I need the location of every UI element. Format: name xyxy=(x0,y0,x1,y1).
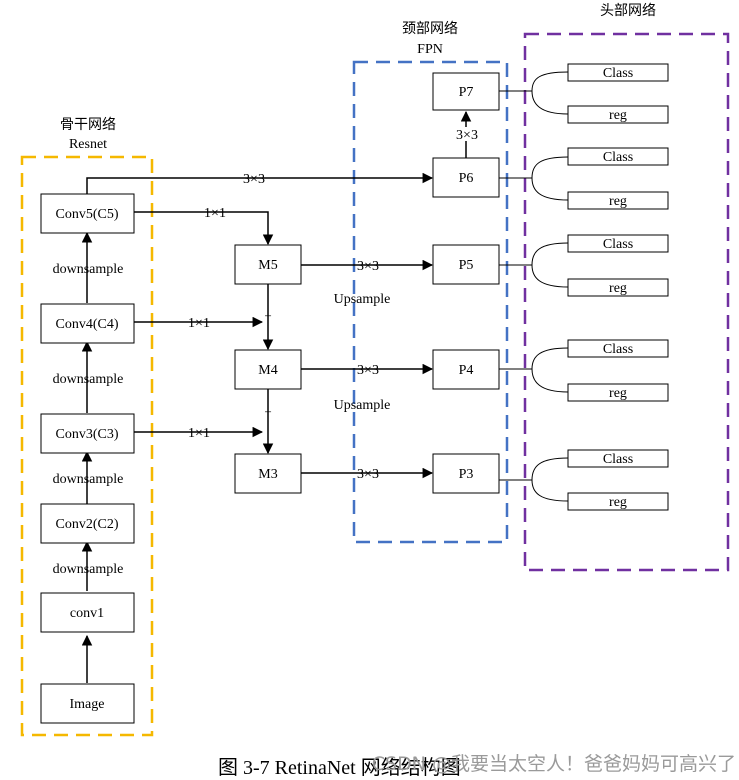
c3-box xyxy=(40,413,135,454)
conv1-label: conv1 xyxy=(70,606,104,621)
c5-m5-op-label: 1×1 xyxy=(204,206,226,221)
downsample-label-4: downsample xyxy=(53,262,124,277)
class-box-p6 xyxy=(567,147,669,166)
p6-p7-op-label: 3×3 xyxy=(456,128,478,143)
backbone-frame xyxy=(20,155,154,737)
c4-box xyxy=(40,303,135,344)
image-box xyxy=(40,683,135,724)
p5-label: P5 xyxy=(459,258,474,273)
reg-label-p6: reg xyxy=(609,194,627,209)
backbone-subtitle: Resnet xyxy=(69,137,107,152)
c2-label: Conv2(C2) xyxy=(56,517,119,532)
upsample-label-1: Upsample xyxy=(334,292,391,307)
p4-label: P4 xyxy=(459,363,474,378)
class-label-p7: Class xyxy=(603,66,633,81)
class-box-p3 xyxy=(567,449,669,468)
p3-box xyxy=(432,453,500,494)
neck-frame xyxy=(352,60,509,544)
reg-box-p5 xyxy=(567,278,669,297)
p7-box xyxy=(432,72,500,111)
neck-title: 颈部网络 xyxy=(402,21,458,37)
p6-label: P6 xyxy=(459,171,474,186)
reg-box-p4 xyxy=(567,383,669,402)
image-label: Image xyxy=(70,697,105,712)
c4-op-label: 1×1 xyxy=(188,316,210,331)
upsample-label-2: Upsample xyxy=(334,398,391,413)
reg-box-p6 xyxy=(567,191,669,210)
m5-label: M5 xyxy=(258,258,277,273)
head-frame xyxy=(523,32,730,572)
m4-box xyxy=(234,349,302,390)
downsample-label-3: downsample xyxy=(53,372,124,387)
reg-label-p7: reg xyxy=(609,108,627,123)
c3-op-label: 1×1 xyxy=(188,426,210,441)
p5-box xyxy=(432,244,500,285)
class-label-p3: Class xyxy=(603,452,633,467)
c5-label: Conv5(C5) xyxy=(56,207,119,222)
plus-sign-1: + xyxy=(264,308,271,323)
reg-label-p4: reg xyxy=(609,386,627,401)
m3-p3-op-label: 3×3 xyxy=(357,467,379,482)
m3-label: M3 xyxy=(258,467,277,482)
backbone-title: 骨干网络 xyxy=(60,117,116,133)
reg-label-p3: reg xyxy=(609,495,627,510)
c5-p6-op-label: 3×3 xyxy=(243,172,265,187)
m5-p5-op-label: 3×3 xyxy=(357,259,379,274)
head-connectors xyxy=(499,71,569,502)
p3-label: P3 xyxy=(459,467,474,482)
head-title: 头部网络 xyxy=(600,3,656,19)
figure-caption: 图 3-7 RetinaNet 网络结构图 xyxy=(218,756,461,779)
watermark: CSDN @我要当太空人！爸爸妈妈可高兴了 xyxy=(372,753,736,775)
reg-box-p7 xyxy=(567,105,669,124)
p4-box xyxy=(432,349,500,390)
class-box-p4 xyxy=(567,339,669,358)
class-label-p5: Class xyxy=(603,237,633,252)
downsample-label-2: downsample xyxy=(53,472,124,487)
p7-label: P7 xyxy=(459,85,474,100)
c2-box xyxy=(40,503,135,544)
class-label-p6: Class xyxy=(603,150,633,165)
reg-box-p3 xyxy=(567,492,669,511)
m5-box xyxy=(234,244,302,285)
m4-label: M4 xyxy=(258,363,277,378)
neck-subtitle: FPN xyxy=(417,42,443,57)
plus-sign-2: + xyxy=(264,404,271,419)
reg-label-p5: reg xyxy=(609,281,627,296)
c5-box xyxy=(40,193,135,234)
c4-label: Conv4(C4) xyxy=(56,317,119,332)
m4-p4-op-label: 3×3 xyxy=(357,363,379,378)
conv1-box xyxy=(40,592,135,633)
class-label-p4: Class xyxy=(603,342,633,357)
class-box-p7 xyxy=(567,63,669,82)
class-box-p5 xyxy=(567,234,669,253)
c3-label: Conv3(C3) xyxy=(56,427,119,442)
downsample-label-1: downsample xyxy=(53,562,124,577)
